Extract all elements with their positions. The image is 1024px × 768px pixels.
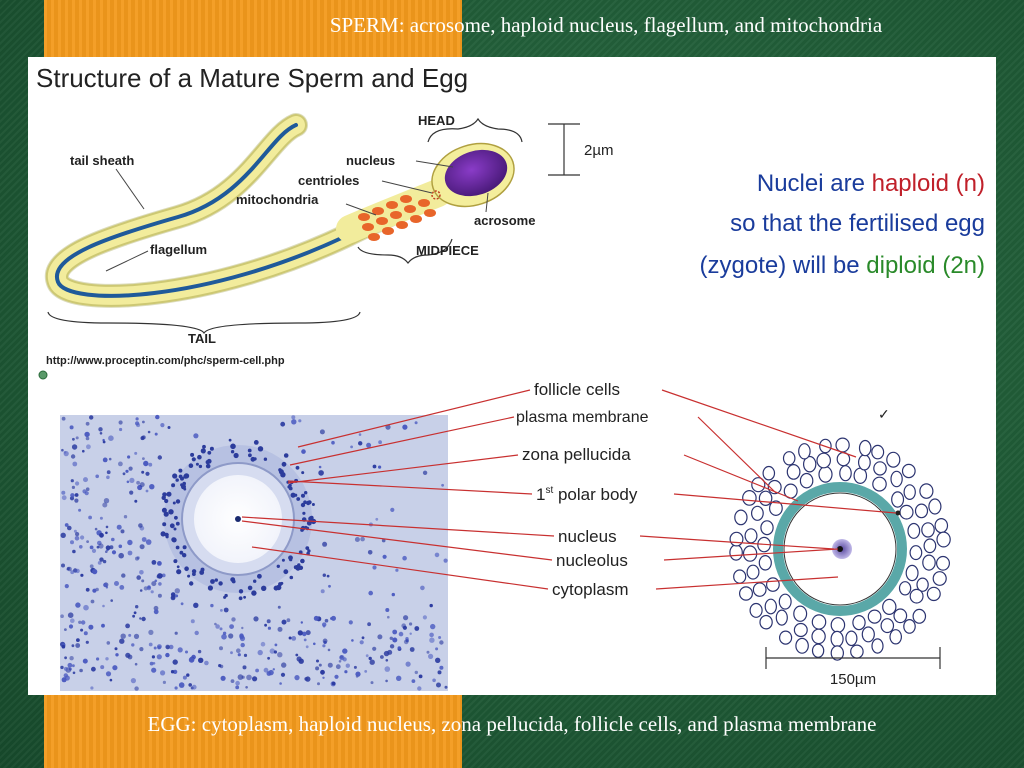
globe-icon	[38, 370, 48, 380]
label-nucleus-egg: nucleus	[558, 527, 617, 546]
label-sperm-scale: 2µm	[584, 142, 613, 159]
micrograph-nucleus	[235, 516, 241, 522]
svg-text:(zygote) will be diploid (2n): (zygote) will be diploid (2n)	[700, 252, 985, 279]
note-line2: so that the fertilised egg	[730, 210, 985, 237]
sperm-diagram: HEAD 2µm nucleus centrioles mitochondria…	[38, 113, 613, 380]
label-tail-sheath: tail sheath	[70, 153, 134, 168]
note-line1-a: Nuclei are	[757, 170, 872, 197]
leader-lines	[241, 389, 897, 590]
label-flagellum: flagellum	[150, 242, 207, 257]
mitochondria-shapes	[358, 195, 436, 241]
label-centrioles: centrioles	[298, 173, 359, 188]
label-cytoplasm: cytoplasm	[552, 580, 629, 599]
figure-svg: Structure of a Mature Sperm and Egg	[36, 63, 985, 691]
label-tail: TAIL	[188, 331, 216, 346]
egg-caption: EGG: cytoplasm, haploid nucleus, zona pe…	[147, 712, 877, 736]
note-line1-b: haploid (n)	[872, 170, 985, 197]
sperm-caption: SPERM: acrosome, haploid nucleus, flagel…	[329, 13, 883, 37]
label-plasma-membrane: plasma membrane	[516, 409, 649, 426]
figure-panel: Structure of a Mature Sperm and Egg	[28, 57, 996, 695]
label-polar-body: 1st polar body	[536, 485, 638, 504]
note-line3-a: (zygote) will be	[700, 252, 867, 279]
note-line3-b: diploid (2n)	[866, 252, 985, 279]
label-follicle-cells: follicle cells	[534, 380, 620, 399]
source-url: http://www.proceptin.com/phc/sperm-cell.…	[46, 355, 285, 367]
micrograph-cells	[60, 414, 448, 691]
svg-text:✓: ✓	[878, 406, 890, 422]
polar-body-shape	[895, 510, 901, 516]
sperm-nucleus-shape	[444, 149, 508, 197]
egg-labels: follicle cells plasma membrane zona pell…	[241, 380, 897, 599]
midpiece-shape	[336, 179, 452, 243]
label-acrosome: acrosome	[474, 213, 535, 228]
label-nucleolus: nucleolus	[556, 551, 628, 570]
label-egg-scale: 150µm	[830, 671, 876, 688]
label-mitochondria: mitochondria	[236, 192, 319, 207]
label-nucleus: nucleus	[346, 153, 395, 168]
egg-micrograph	[60, 414, 448, 691]
label-midpiece: MIDPIECE	[416, 243, 479, 258]
svg-text:Nuclei are haploid (n): Nuclei are haploid (n)	[757, 170, 985, 197]
egg-nucleolus-shape	[837, 546, 843, 552]
centriole-shape	[431, 190, 441, 200]
egg-diagram: ✓ 150µm	[729, 406, 951, 688]
figure-title: Structure of a Mature Sperm and Egg	[36, 63, 468, 93]
label-head: HEAD	[418, 113, 455, 128]
plasma-membrane-shape	[783, 492, 897, 606]
follicle-cells-shape	[729, 437, 951, 661]
ploidy-note: Nuclei are haploid (n) so that the ferti…	[700, 170, 985, 279]
label-zona-pellucida: zona pellucida	[522, 445, 631, 464]
